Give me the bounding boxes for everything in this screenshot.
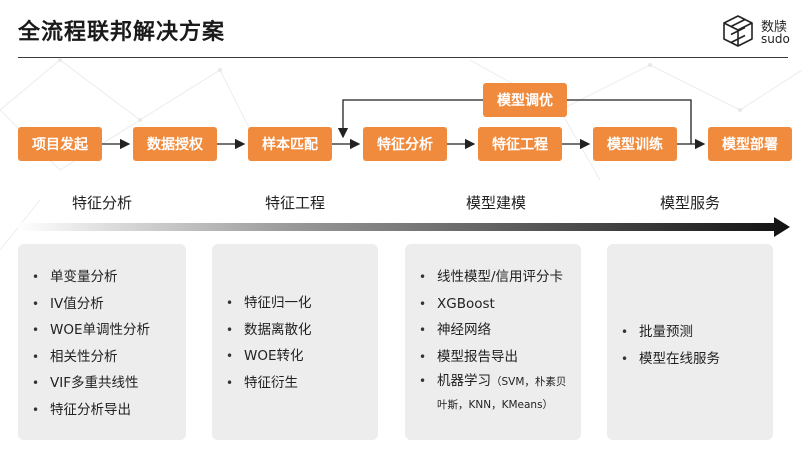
step-model-training: 模型训练 <box>593 127 677 161</box>
card-feature-engineering: 特征归一化 数据离散化 WOE转化 特征衍生 <box>212 244 378 440</box>
list-item: 特征归一化 <box>224 290 372 317</box>
step-model-tuning: 模型调优 <box>483 83 567 117</box>
list-item: 相关性分析 <box>30 344 180 371</box>
logo-name: 数牍 <box>761 20 788 35</box>
stage-label-4: 模型服务 <box>659 194 720 212</box>
list-item: 模型报告导出 <box>417 344 575 371</box>
feedback-loop-right <box>567 99 692 144</box>
list-item-ml: 机器学习（SVM，朴素贝叶斯，KNN，KMeans） <box>417 370 575 416</box>
ml-label: 机器学习 <box>437 373 491 389</box>
stage-label-3: 模型建模 <box>465 194 526 212</box>
step-feature-engineering: 特征工程 <box>478 127 562 161</box>
card-feature-analysis: 单变量分析 IV值分析 WOE单调性分析 相关性分析 VIF多重共线性 特征分析… <box>18 244 186 440</box>
ml-detail: （SVM，朴素贝叶斯，KNN，KMeans） <box>437 376 567 411</box>
flow-connectors <box>102 99 706 150</box>
list-item: WOE转化 <box>224 343 372 370</box>
list-item: 模型在线服务 <box>619 346 767 373</box>
list-item: VIF多重共线性 <box>30 370 180 397</box>
stage-label-2: 特征工程 <box>264 194 325 212</box>
page-title: 全流程联邦解决方案 <box>18 20 226 45</box>
list-item: 特征分析导出 <box>30 397 180 424</box>
list-item: 数据离散化 <box>224 317 372 344</box>
list-item: XGBoost <box>417 291 575 318</box>
brand-logo: 数牍 sudo <box>721 14 793 50</box>
step-project-start: 项目发起 <box>18 127 102 161</box>
list-item: WOE单调性分析 <box>30 317 180 344</box>
card-model-service: 批量预测 模型在线服务 <box>607 244 773 440</box>
step-data-auth: 数据授权 <box>133 127 217 161</box>
step-sample-match: 样本匹配 <box>248 127 332 161</box>
stage-label-1: 特征分析 <box>71 194 132 212</box>
list-item: 线性模型/信用评分卡 <box>417 264 575 291</box>
header-divider <box>18 57 788 58</box>
list-item: IV值分析 <box>30 291 180 318</box>
cube-logo-icon <box>723 15 753 47</box>
logo-sub: sudo <box>761 32 790 46</box>
feedback-loop-left <box>337 99 483 139</box>
list-item: 特征衍生 <box>224 370 372 397</box>
timeline-arrow <box>18 217 790 237</box>
list-item: 单变量分析 <box>30 264 180 291</box>
step-feature-analysis: 特征分析 <box>363 127 447 161</box>
list-item: 神经网络 <box>417 317 575 344</box>
list-item: 批量预测 <box>619 319 767 346</box>
step-model-deploy: 模型部署 <box>708 127 792 161</box>
card-modeling: 线性模型/信用评分卡 XGBoost 神经网络 模型报告导出 机器学习（SVM，… <box>405 244 581 440</box>
